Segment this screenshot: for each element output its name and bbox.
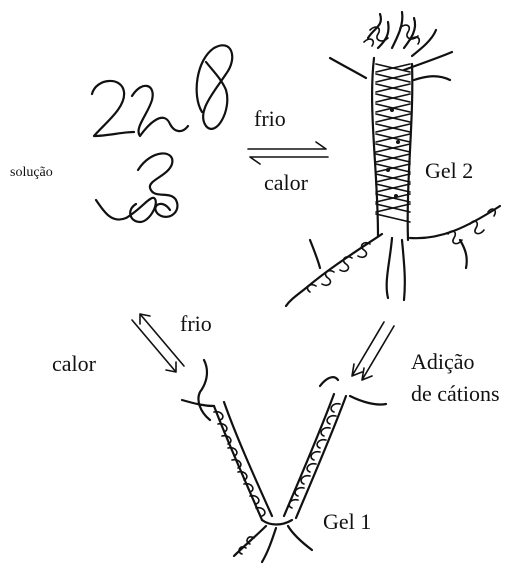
heat-label-top: calor — [264, 172, 308, 194]
heat-label-mid: calor — [52, 353, 96, 375]
coil-2-shape — [92, 81, 134, 136]
cold-label-top: frio — [254, 108, 286, 130]
cation-addition-arrows — [352, 322, 394, 380]
solution-label: solução — [10, 166, 53, 180]
gel1-label: Gel 1 — [323, 511, 371, 533]
equilibrium-arrows-top — [248, 142, 328, 164]
coil-g-shape — [138, 153, 177, 216]
cation-addition-label-line1: Adição — [411, 351, 475, 373]
equilibrium-arrows-mid — [132, 314, 184, 372]
gel2-label: Gel 2 — [425, 160, 473, 182]
coil-r-shape — [132, 86, 188, 136]
coil-8-shape — [197, 45, 233, 129]
cation-addition-label-line2: de cátions — [411, 383, 500, 405]
cold-label-mid: frio — [180, 313, 212, 335]
solution-coils — [92, 45, 232, 222]
coil-tail-shape — [96, 198, 156, 222]
